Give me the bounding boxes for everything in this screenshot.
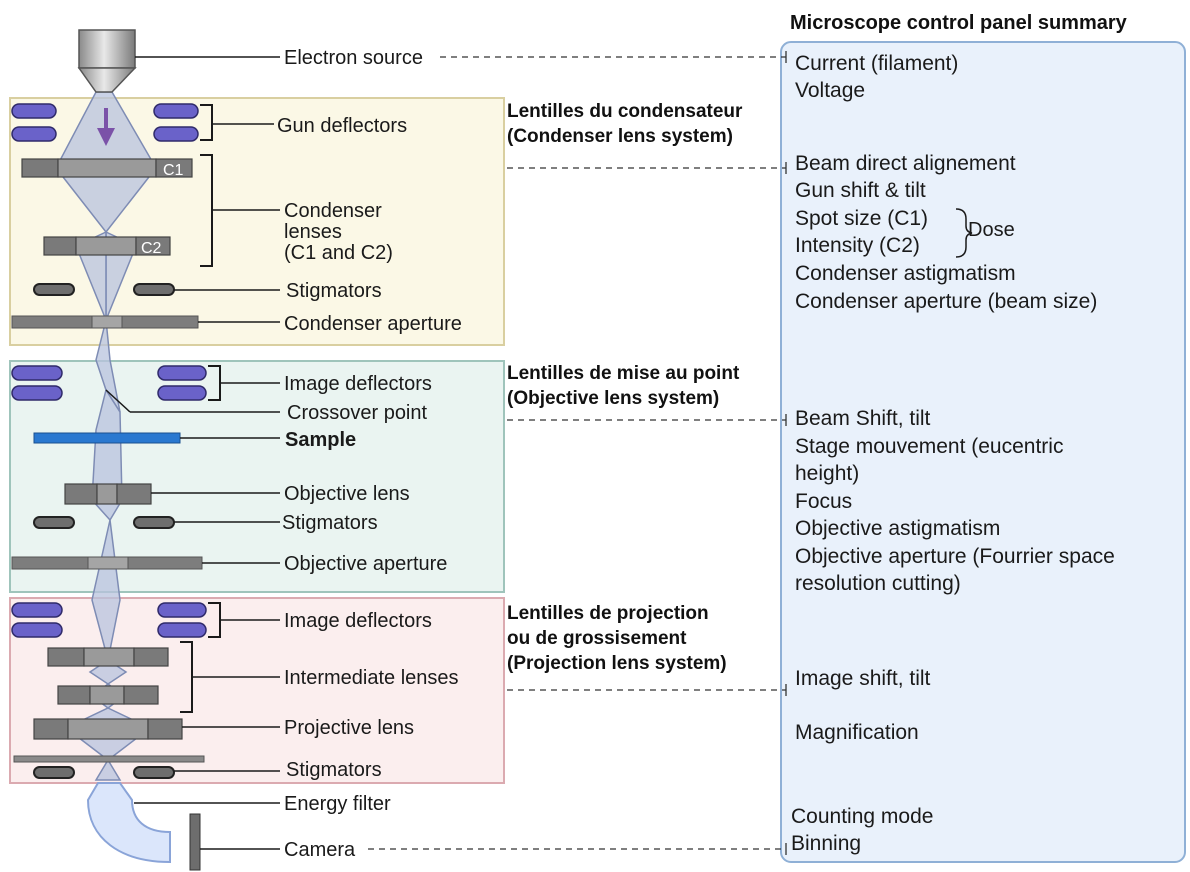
- panel-item: Objective astigmatism: [795, 517, 1000, 540]
- panel-connectors: [368, 56, 786, 850]
- label-objective-aperture: Objective aperture: [284, 553, 447, 575]
- label-stigmators-2: Stigmators: [282, 512, 378, 534]
- panel-item: Beam direct alignement: [795, 152, 1016, 175]
- objective-section-box: [9, 360, 505, 593]
- panel-item: Condenser astigmatism: [795, 262, 1016, 285]
- panel-item: Image shift, tilt: [795, 667, 931, 690]
- label-energy-filter: Energy filter: [284, 793, 391, 815]
- label-gun-deflectors: Gun deflectors: [277, 115, 407, 137]
- section-objective-title-1: Lentilles de mise au point: [507, 363, 740, 384]
- label-sample: Sample: [285, 429, 356, 451]
- panel-item: Objective aperture (Fourrier space: [795, 545, 1115, 568]
- section-projection-title-1: Lentilles de projection: [507, 603, 709, 624]
- panel-item: Gun shift & tilt: [795, 179, 926, 202]
- label-condenser-lenses-2: lenses: [284, 221, 342, 243]
- label-projective-lens: Projective lens: [284, 717, 414, 739]
- section-condenser-title-1: Lentilles du condensateur: [507, 101, 743, 122]
- stigmators-2-icon: [33, 516, 175, 529]
- panel-item: Stage mouvement (eucentric: [795, 435, 1063, 458]
- panel-item: Voltage: [795, 79, 865, 102]
- section-projection-title-2: ou de grossisement: [507, 628, 687, 649]
- gun-deflectors-icon: [11, 103, 199, 142]
- section-condenser-title-2: (Condenser lens system): [507, 126, 733, 147]
- label-crossover-point: Crossover point: [287, 402, 428, 424]
- label-electron-source: Electron source: [284, 47, 423, 69]
- c2-tag: C2: [141, 240, 162, 257]
- dose-brace-icon: [955, 208, 973, 258]
- section-projection-title-3: (Projection lens system): [507, 653, 727, 674]
- leader-lines: [130, 56, 280, 850]
- label-condenser-aperture: Condenser aperture: [284, 313, 462, 335]
- label-stigmators-3: Stigmators: [286, 759, 382, 781]
- label-image-deflectors-1: Image deflectors: [284, 373, 432, 395]
- label-intermediate-lenses: Intermediate lenses: [284, 667, 459, 689]
- panel-item: Focus: [795, 490, 852, 513]
- panel-item: Magnification: [795, 721, 919, 744]
- sample-icon: [33, 432, 181, 444]
- label-stigmators-1: Stigmators: [286, 280, 382, 302]
- label-objective-lens: Objective lens: [284, 483, 410, 505]
- section-objective-title-2: (Objective lens system): [507, 388, 719, 409]
- c2-lens-icon: [43, 236, 171, 256]
- label-camera: Camera: [284, 839, 356, 861]
- projection-plate-icon: [13, 755, 205, 763]
- c1-tag: C1: [163, 162, 184, 179]
- panel-item: Binning: [791, 832, 861, 855]
- panel-item: Spot size (C1): [795, 207, 928, 230]
- panel-item: resolution cutting): [795, 572, 961, 595]
- dose-label: Dose: [968, 219, 1015, 241]
- energy-filter-icon: [86, 782, 171, 864]
- camera-icon: [189, 813, 201, 871]
- projective-lens-icon: [33, 718, 183, 740]
- label-image-deflectors-2: Image deflectors: [284, 610, 432, 632]
- electron-gun-icon: [77, 29, 137, 93]
- intermediate-lenses-icon: [47, 647, 169, 705]
- control-panel-box: [780, 41, 1186, 863]
- panel-item: Beam Shift, tilt: [795, 407, 931, 430]
- panel-item: Intensity (C2): [795, 234, 920, 257]
- panel-item: height): [795, 462, 859, 485]
- beam-direction-arrow-icon: [97, 108, 115, 146]
- condenser-aperture-icon: [11, 315, 199, 329]
- panel-item: Condenser aperture (beam size): [795, 290, 1097, 313]
- panel-item: Counting mode: [791, 805, 933, 828]
- image-deflectors-2-icon: [11, 602, 207, 638]
- c1-lens-icon: [21, 158, 193, 178]
- objective-aperture-icon: [11, 556, 203, 570]
- image-deflectors-1-icon: [11, 365, 207, 401]
- stigmators-3-icon: [33, 766, 175, 779]
- objective-lens-icon: [64, 483, 152, 505]
- label-condenser-lenses-3: (C1 and C2): [284, 242, 393, 264]
- label-condenser-lenses-1: Condenser: [284, 200, 382, 222]
- panel-item: Current (filament): [795, 52, 958, 75]
- crossover-pointer: [105, 389, 131, 413]
- panel-title: Microscope control panel summary: [790, 12, 1128, 34]
